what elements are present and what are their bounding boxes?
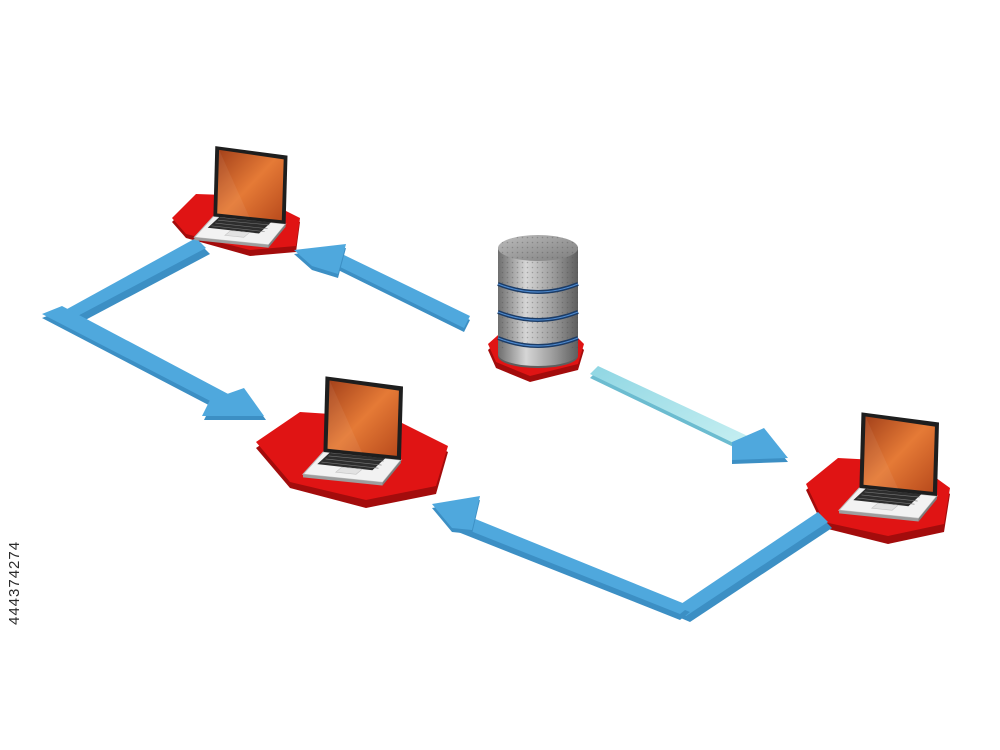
- arrow-database-to-right: [590, 366, 788, 464]
- arrow-right-to-center: [432, 496, 832, 622]
- database-icon: [497, 235, 579, 368]
- arrow-topleft-to-center: [42, 238, 266, 420]
- arrow-database-to-topleft: [294, 244, 470, 332]
- stock-id-watermark: 444374274: [6, 540, 23, 625]
